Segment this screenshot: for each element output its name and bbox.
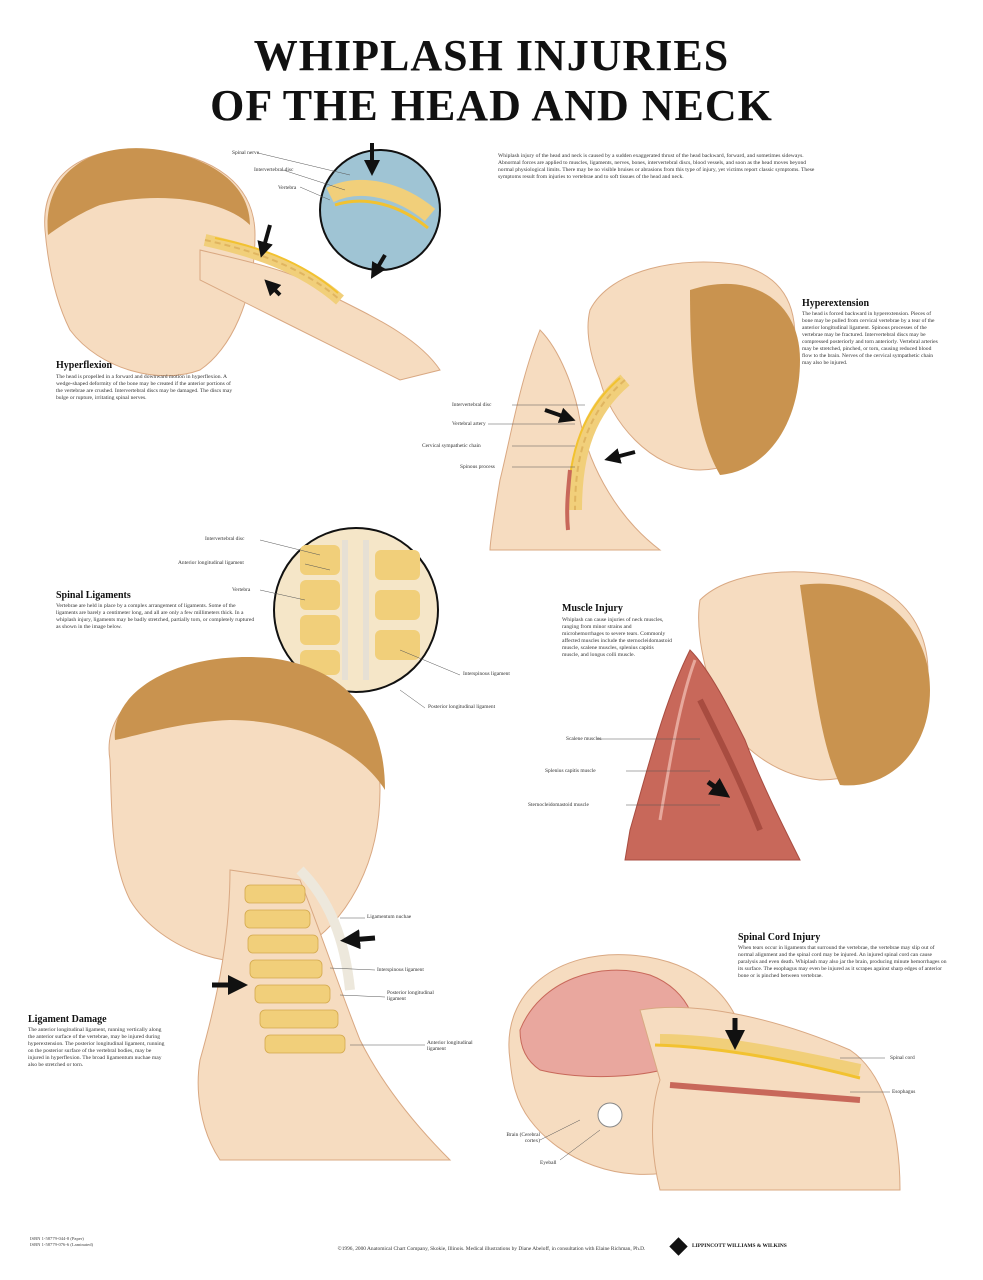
label-posterior-longitudinal-ligament-1: Posterior longitudinal ligament [428,704,496,710]
hyperflexion-title: Hyperflexion [56,360,113,371]
label-anterior-longitudinal-ligament-2: Anterior longitudinal ligament [427,1040,473,1052]
isbn-text: ISBN 1-58779-044-8 (Paper) ISBN 1-58779-… [30,1236,94,1247]
label-posterior-longitudinal-ligament-2: Posterior longitudinal ligament [387,990,434,1002]
label-vertebral-artery: Vertebral artery [452,421,486,427]
muscle-injury-figure [598,571,930,861]
ligament-damage-text: The anterior longitudinal ligament, runn… [28,1027,165,1068]
hyperflexion-text: The head is propelled in a forward and d… [56,374,233,401]
label-ligamentum-nuchae: Ligamentum nuchae [367,914,412,920]
muscle-injury-text: Whiplash can cause injuries of neck musc… [562,617,672,658]
label-anterior-longitudinal-ligament-1: Anterior longitudinal ligament [178,560,244,566]
label-eyeball: Eyeball [540,1160,557,1166]
publisher-name: LIPPINCOTT WILLIAMS & WILKINS [692,1243,787,1249]
label-spinal-nerve: Spinal nerve [232,150,260,156]
spinal-cord-title: Spinal Cord Injury [738,932,821,943]
label-spinous-process: Spinous process [460,464,495,470]
hyperextension-text: The head is forced backward in hyperexte… [802,311,938,366]
label-esophagus: Esophagus [892,1089,916,1095]
label-brain: Brain (Cerebral cortex) [506,1132,540,1144]
label-intervertebral-disc-1: Intervertebral disc [254,167,294,173]
label-interspinous-ligament-2: Interspinous ligament [377,967,424,973]
spinal-ligaments-figure [259,527,461,709]
spinal-ligaments-title: Spinal Ligaments [56,590,131,601]
hyperflexion-figure [44,143,441,381]
ligament-damage-figure [108,656,452,1161]
muscle-injury-title: Muscle Injury [562,603,623,614]
title-line2: OF THE HEAD AND NECK [210,81,773,130]
publisher-logo-icon [669,1237,688,1256]
label-intervertebral-disc-3: Intervertebral disc [205,536,245,542]
intro-text: Whiplash injury of the head and neck is … [498,153,815,180]
copyright-text: ©1996, 2000 Anatomical Chart Company, Sk… [337,1246,646,1252]
label-interspinous-ligament-1: Interspinous ligament [463,671,510,677]
label-vertebra-1: Vertebra [278,185,297,191]
label-splenius-capitis: Splenius capitis muscle [545,768,596,774]
label-vertebra-2: Vertebra [232,587,251,593]
publisher-logo: LIPPINCOTT WILLIAMS & WILKINS [669,1237,787,1256]
hyperextension-title: Hyperextension [802,298,870,309]
ligament-damage-title: Ligament Damage [28,1014,107,1025]
label-cervical-sympathetic-chain: Cervical sympathetic chain [422,443,481,449]
spinal-cord-text: When tears occur in ligaments that surro… [738,945,947,979]
hyperextension-figure [488,261,800,551]
label-intervertebral-disc-2: Intervertebral disc [452,402,492,408]
label-scalene-muscles: Scalene muscles [566,736,602,742]
title-line1: WHIPLASH INJURIES [253,31,730,80]
spinal-ligaments-text: Vertebrae are held in place by a complex… [56,603,255,630]
spinal-cord-figure [508,954,901,1191]
label-spinal-cord: Spinal cord [890,1055,915,1061]
label-sternocleidomastoid: Sternocleidomastoid muscle [528,802,589,808]
